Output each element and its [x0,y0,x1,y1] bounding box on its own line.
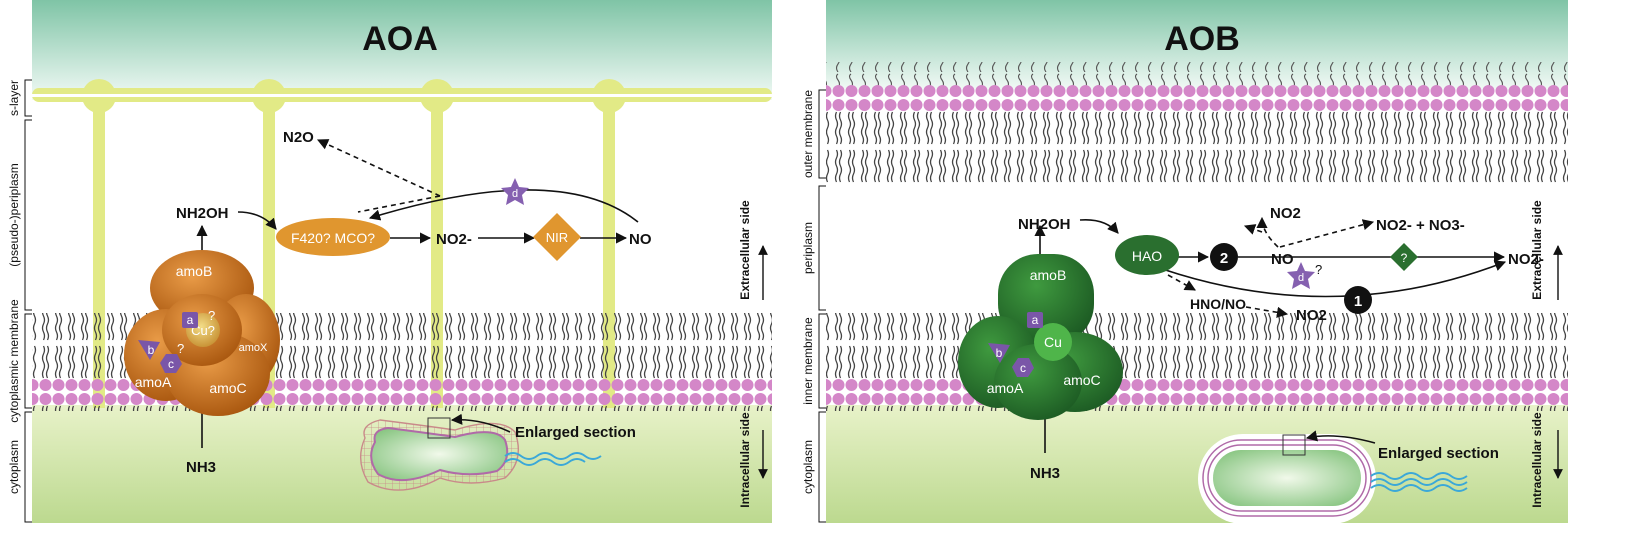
aob-d-question: ? [1315,262,1322,277]
aoa-extracellular-label: Extracellular side [738,200,752,300]
aob-subunit-c-marker [1012,358,1034,377]
aoa-nir-enzyme [533,213,581,261]
aoa-cell-illustration: Enlarged section [360,413,636,491]
aoa-b-label: b [148,343,155,357]
aob-nh3-label: NH3 [1030,465,1060,482]
aoa-d-label: d [512,188,518,200]
aob-outer-membrane-label: outer membrane [801,90,815,178]
aob-cytoplasm-label: cytoplasm [801,440,815,494]
aob-unknown-label: ? [1401,251,1408,265]
aob-amob-label: amoB [1030,267,1067,283]
aob-panel: AOB NH2OH HAO 2 NO d ? NO2 NO2- + [801,0,1568,524]
aoa-f420-mco-label: F420? MCO? [291,230,375,246]
aob-step-2-label: 2 [1220,250,1228,267]
aob-cytoplasm-background [826,405,1568,523]
aob-amoc-label: amoC [1063,372,1100,388]
aoa-f420-mco-enzyme [276,218,390,256]
aob-step-2-badge [1210,243,1238,271]
aob-periplasm-background [826,182,1568,312]
aob-cell-illustration: Enlarged section [1198,430,1499,524]
aob-subunit-a-marker [1027,312,1043,328]
aoa-subunit-c-marker [160,354,182,373]
aob-b-label: b [996,346,1003,360]
aob-hao-enzyme [1115,235,1179,275]
aoa-d-star [501,178,529,205]
aoa-title: AOA [362,20,438,58]
aoa-panel: AOA [7,0,772,523]
aob-subunit-b-marker [988,343,1010,363]
aoa-n2o-label: N2O [283,129,314,146]
aoa-nir-label: NIR [546,230,568,245]
aoa-periplasm-label: (pseudo-)periplasm [7,163,21,266]
aoa-amoc-label: amoC [209,380,246,396]
aob-intracellular-label: Intracellular side [1530,412,1544,508]
aob-no2-bottom-label: NO2 [1296,307,1327,324]
aob-a-label: a [1032,313,1039,327]
aoa-enlarged-section-label: Enlarged section [515,424,636,441]
aoa-subunit-b-marker [138,340,160,360]
aob-cu-label: Cu [1044,334,1062,350]
aob-extracellular-label: Extracellular side [1530,200,1544,300]
aoa-cytoplasm-label: cytoplasm [7,440,21,494]
aoa-a-label: a [187,313,194,327]
aob-no-label: NO [1271,251,1294,268]
aob-step-1-label: 1 [1354,293,1362,310]
aob-no2-right-label: NO2- [1508,251,1544,268]
aob-inner-membrane [826,313,1568,411]
aoa-extracellular-background [32,0,772,100]
aob-no2-top-label: NO2 [1270,205,1301,222]
aoa-intracellular-label: Intracellular side [738,412,752,508]
aoa-c-label: c [168,357,174,371]
aob-d-label: d [1298,272,1304,284]
aob-pathway-arrows [1034,216,1507,453]
aoa-no2-label: NO2- [436,231,472,248]
aoa-amox-label: amoX [239,342,268,354]
aob-hno-label: HNO/NO [1190,296,1246,312]
aob-outer-membrane [826,85,1568,183]
aob-side-brackets [818,89,826,523]
aoa-periplasm-background [32,100,772,315]
aoa-amob-label: amoB [176,263,213,279]
aob-hao-label: HAO [1132,248,1162,264]
aob-title: AOB [1164,20,1240,58]
aoa-no-label: NO [629,231,652,248]
aob-inner-membrane-label: inner membrane [801,317,815,405]
aob-step-1-badge [1344,286,1372,314]
aob-no2-no3-label: NO2- + NO3- [1376,217,1465,234]
aob-c-label: c [1020,361,1026,375]
aoa-amoa-label: amoA [135,374,172,390]
aob-periplasm-label: periplasm [801,222,815,274]
aob-d-star [1287,262,1315,289]
aoa-question-1: ? [208,308,215,323]
aoa-nh3-label: NH3 [186,459,216,476]
aoa-side-brackets [24,79,32,523]
aoa-subunit-a-marker [182,312,198,328]
aoa-nh2oh-label: NH2OH [176,205,229,222]
aoa-amo-complex: Cu? amoB amoA amoC amoX a ? b ? c [124,250,280,416]
aoa-s-layer-label: s-layer [7,80,21,116]
aoa-question-2: ? [177,341,184,356]
aob-nh2oh-label: NH2OH [1018,216,1071,233]
aob-amoa-label: amoA [987,380,1024,396]
aob-amo-complex: Cu amoB amoA amoC a b c [958,254,1123,420]
aob-enlarged-section-label: Enlarged section [1378,445,1499,462]
aob-lps-layer [826,62,1568,86]
aoa-membrane-label: cytoplasmic membrane [7,299,21,423]
aob-unknown-enzyme [1390,243,1418,271]
